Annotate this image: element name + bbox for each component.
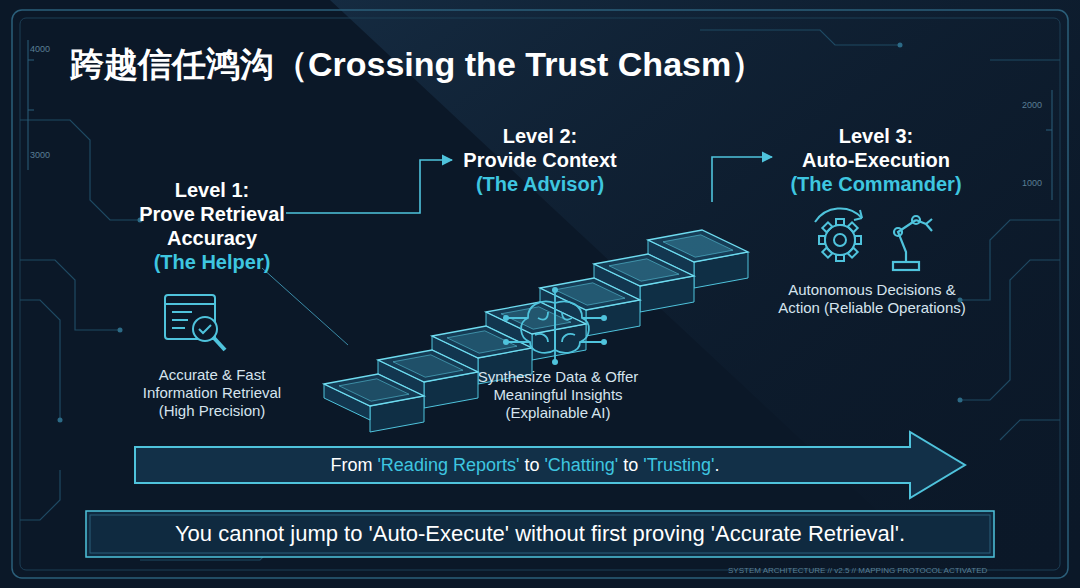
leader-line bbox=[262, 268, 348, 345]
scale-number: 1000 bbox=[1022, 178, 1042, 189]
level-description: Synthesize Data & Offer Meaningful Insig… bbox=[468, 368, 648, 422]
level-heading: Auto-Execution bbox=[802, 148, 950, 172]
search-document-icon bbox=[165, 295, 225, 350]
progress-arrow bbox=[712, 157, 772, 202]
level-role: (The Advisor) bbox=[476, 172, 604, 196]
key-message-box: You cannot jump to 'Auto-Execute' withou… bbox=[85, 510, 995, 558]
level-role: (The Helper) bbox=[154, 250, 271, 274]
level-description: Accurate & Fast Information Retrieval (H… bbox=[127, 366, 297, 420]
message-box-shape bbox=[86, 511, 994, 557]
scale-number: 3000 bbox=[30, 150, 50, 161]
level-heading: Prove Retrieval Accuracy bbox=[117, 202, 307, 250]
level-heading: Provide Context bbox=[463, 148, 616, 172]
scale-number: 2000 bbox=[1022, 100, 1042, 111]
progress-band: From 'Reading Reports' to 'Chatting' to … bbox=[135, 432, 965, 498]
level-number: Level 1: bbox=[175, 178, 249, 202]
message-text: You cannot jump to 'Auto-Execute' withou… bbox=[175, 521, 905, 547]
level-description: Autonomous Decisions & Action (Reliable … bbox=[777, 281, 967, 317]
band-text: From 'Reading Reports' to 'Chatting' to … bbox=[330, 455, 719, 476]
progress-arrow bbox=[286, 160, 452, 213]
level-role: (The Commander) bbox=[790, 172, 961, 196]
gear-icon bbox=[815, 208, 862, 261]
robot-arm-icon bbox=[893, 216, 932, 270]
level-number: Level 3: bbox=[839, 124, 913, 148]
slide-title: 跨越信任鸿沟（Crossing the Trust Chasm） bbox=[70, 44, 765, 85]
footer-note: SYSTEM ARCHITECTURE // v2.5 // MAPPING P… bbox=[728, 566, 987, 576]
scale-number: 4000 bbox=[30, 44, 50, 55]
arrow-band-shape bbox=[135, 432, 965, 498]
level-number: Level 2: bbox=[503, 124, 577, 148]
brain-icon bbox=[503, 287, 607, 365]
